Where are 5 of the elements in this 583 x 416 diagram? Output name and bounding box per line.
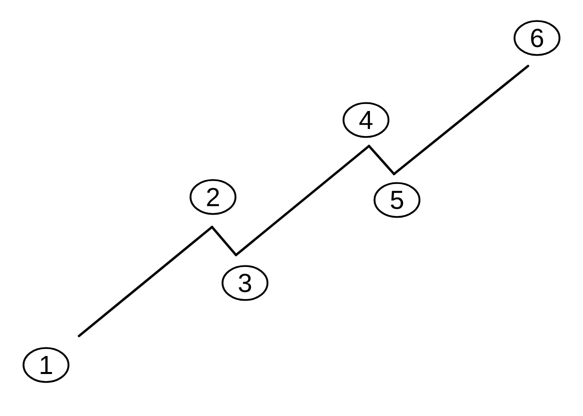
wave-line — [78, 226, 214, 338]
wave-line — [234, 144, 370, 256]
wave-line — [392, 64, 530, 176]
wave-line — [368, 144, 396, 176]
wave-line — [210, 226, 238, 256]
